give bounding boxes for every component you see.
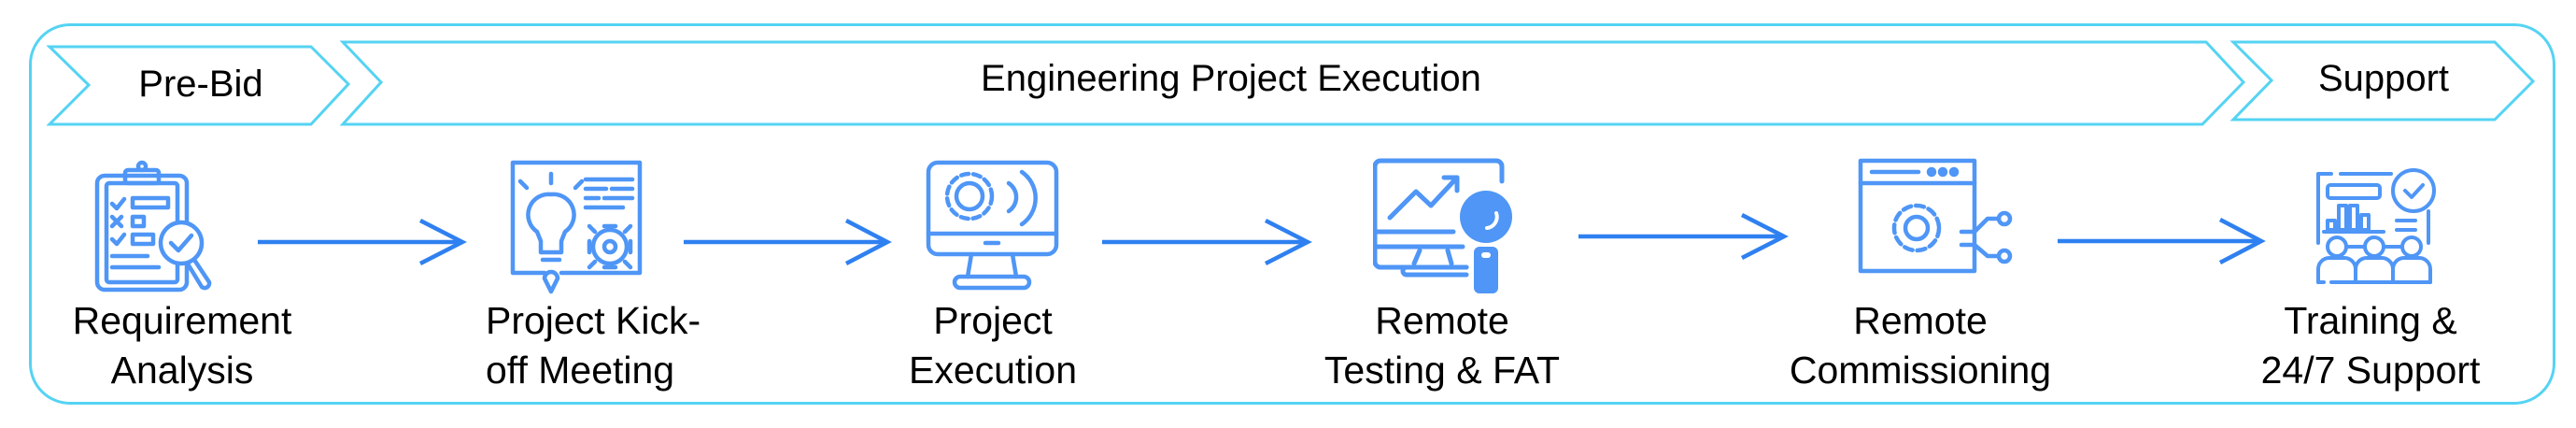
flow-arrow-4 [1578,212,1789,261]
step-label-remote-commissioning: Remote Commissioning [1762,296,2079,395]
phase-label-support: Support [2317,58,2450,99]
step-label-training-support: Training & 24/7 Support [2212,296,2529,395]
step-label-line-2: Commissioning [1789,349,2052,392]
step-label-line-2: Testing & FAT [1323,349,1561,392]
chevron-support [2229,40,2536,121]
clipboard-checklist-magnifier-icon [94,160,212,292]
step-label-line-2: off Meeting [486,349,675,392]
step-label-line-1: Remote [1853,299,1988,342]
flow-arrow-1 [258,218,467,266]
flow-arrow-2 [684,219,892,265]
phase-label-pre-bid: Pre-Bid [138,64,263,105]
step-label-line-1: Project [933,299,1053,342]
presentation-team-check-icon [2316,168,2436,284]
monitor-chart-magnifier-icon [1373,158,1512,293]
monitor-gear-signal-icon [926,160,1059,291]
step-label-line-2: Analysis [110,349,254,392]
step-label-project-kickoff-meeting: Project Kick- off Meeting [425,296,743,395]
outer-frame [29,23,2555,405]
chevron-pre-bid [46,45,351,126]
chevron-engineering-project-execution [339,40,2246,126]
lightbulb-gear-board-icon [510,160,643,294]
phase-label-engineering-project-execution: Engineering Project Execution [981,58,1481,99]
step-label-requirement-analysis: Requirement Analysis [23,296,341,395]
step-label-line-1: Requirement [72,299,292,342]
step-label-project-execution: Project Execution [834,296,1152,395]
step-label-line-2: 24/7 Support [2260,349,2481,392]
step-label-line-1: Training & [2284,299,2457,342]
flow-arrow-3 [1102,218,1312,266]
flow-arrow-5 [2058,218,2266,264]
step-label-line-1: Project Kick- [486,299,701,342]
step-label-line-1: Remote [1375,299,1509,342]
step-label-line-2: Execution [908,349,1078,392]
browser-gear-network-icon [1858,158,2013,274]
step-label-remote-testing-fat: Remote Testing & FAT [1283,296,1601,395]
